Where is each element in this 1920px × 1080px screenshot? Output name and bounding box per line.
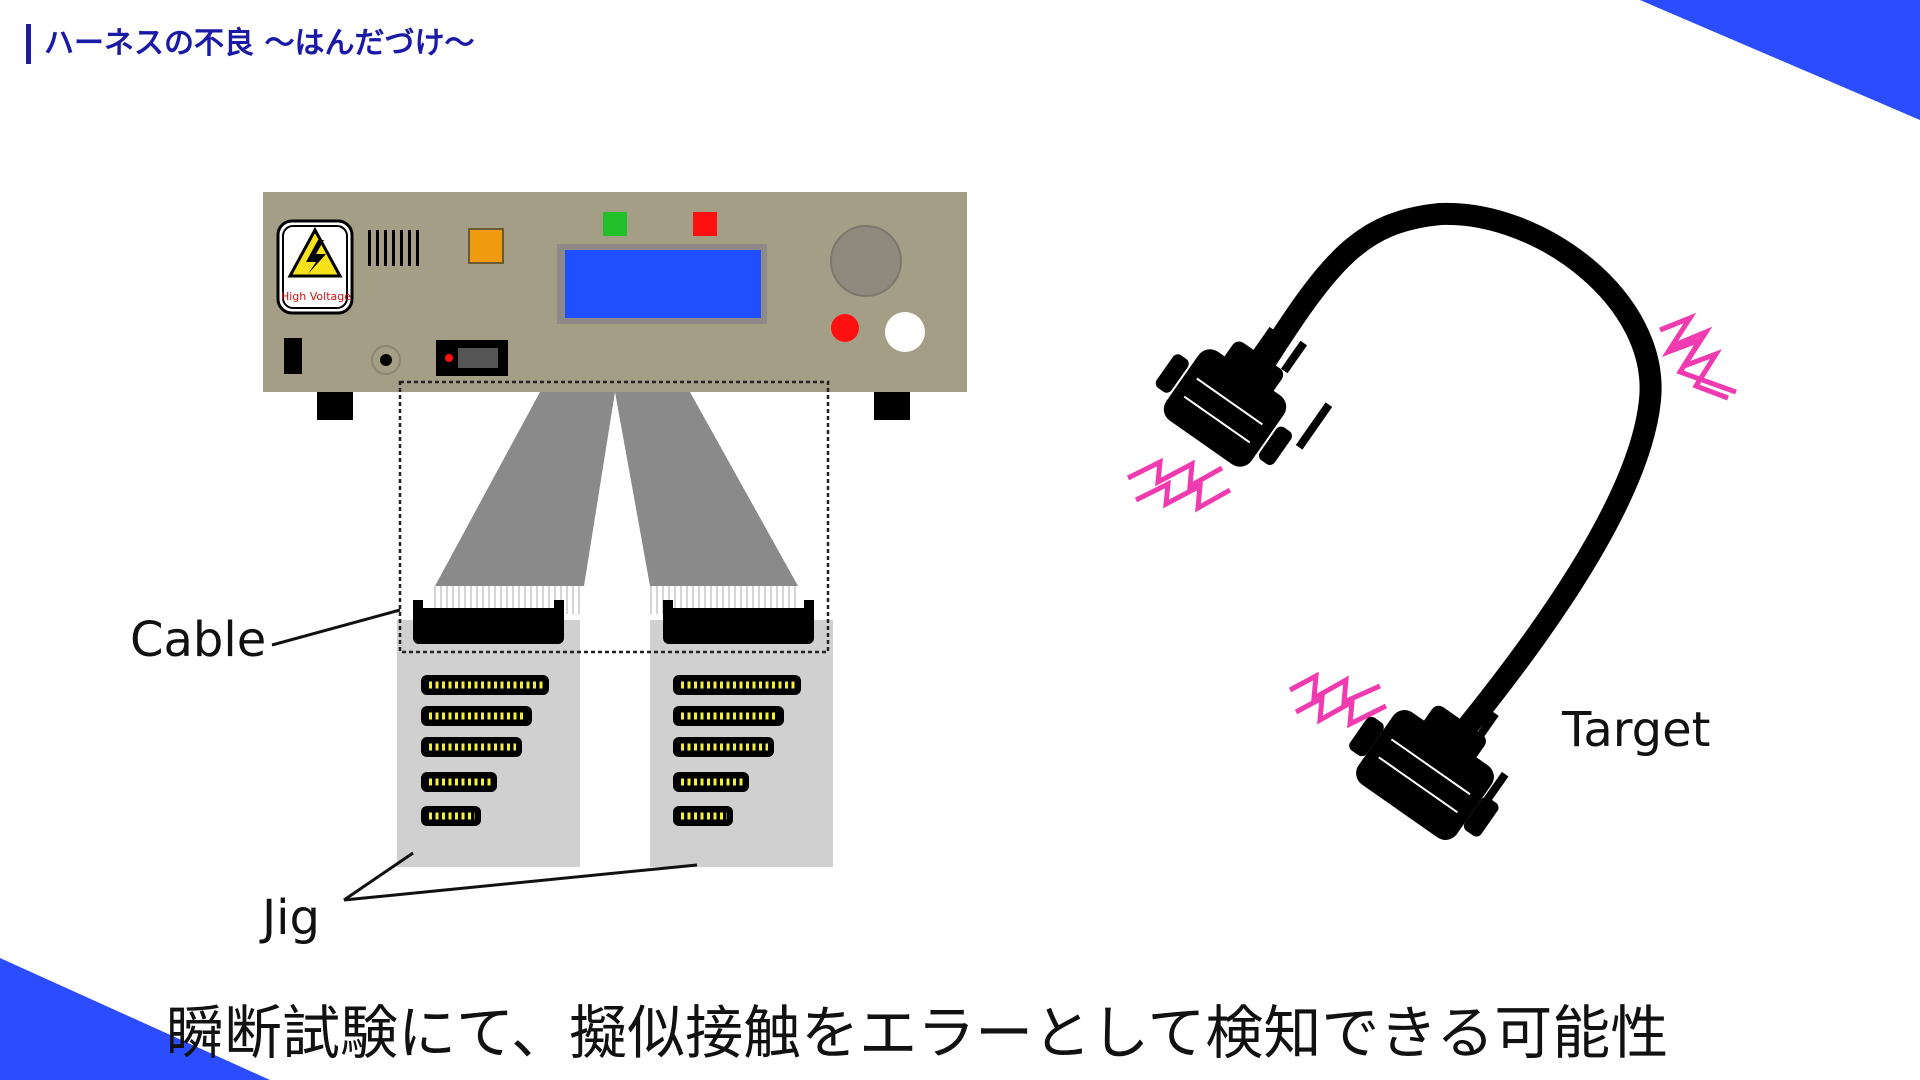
led-red [693, 212, 717, 236]
power-switch [284, 338, 302, 374]
knob [830, 225, 902, 297]
vent-grille [368, 230, 419, 266]
jig-sockets-right [673, 675, 801, 826]
jig-leader-line-2 [343, 863, 698, 902]
target-harness [1155, 202, 1662, 840]
vibration-icon [1288, 671, 1388, 729]
lightning-icon [306, 240, 326, 274]
red-jack [831, 314, 859, 342]
target-label: Target [1562, 702, 1711, 758]
jig-sockets-left [421, 675, 549, 826]
orange-button [468, 228, 504, 264]
ribbon-cables [433, 392, 798, 614]
vibration-icon [1659, 312, 1737, 401]
cable-leader-line [271, 608, 401, 647]
ribbon-left [435, 392, 615, 586]
vibration-icon [1126, 457, 1232, 513]
top-right-accent [1640, 0, 1920, 120]
led-green [603, 212, 627, 236]
jig-label: Jig [262, 890, 320, 946]
connector-icon [1349, 705, 1499, 840]
cable-connector-left [413, 600, 564, 644]
tester-device: High Voltage [263, 192, 967, 420]
white-jack [885, 312, 925, 352]
cable-label: Cable [130, 612, 267, 668]
connector-icon [1155, 326, 1292, 467]
ribbon-right [615, 392, 798, 586]
cable-connector-right [663, 600, 814, 644]
title-accent-bar [26, 24, 31, 64]
display-screen [565, 250, 761, 318]
slide-title: ハーネスの不良 〜はんだづけ〜 [44, 26, 475, 61]
target-cable [1249, 202, 1662, 771]
high-voltage-label: High Voltage [281, 290, 351, 303]
port-hole [380, 354, 392, 366]
caption-text: 瞬断試験にて、擬似接触をエラーとして検知できる可能性 [166, 999, 1669, 1067]
cable-highlight-box [398, 380, 830, 654]
tester-foot-left [317, 392, 353, 420]
jig-leader-line-1 [343, 851, 414, 902]
tester-foot-right [874, 392, 910, 420]
bottom-left-accent [0, 958, 270, 1080]
high-voltage-icon: High Voltage [276, 219, 354, 315]
